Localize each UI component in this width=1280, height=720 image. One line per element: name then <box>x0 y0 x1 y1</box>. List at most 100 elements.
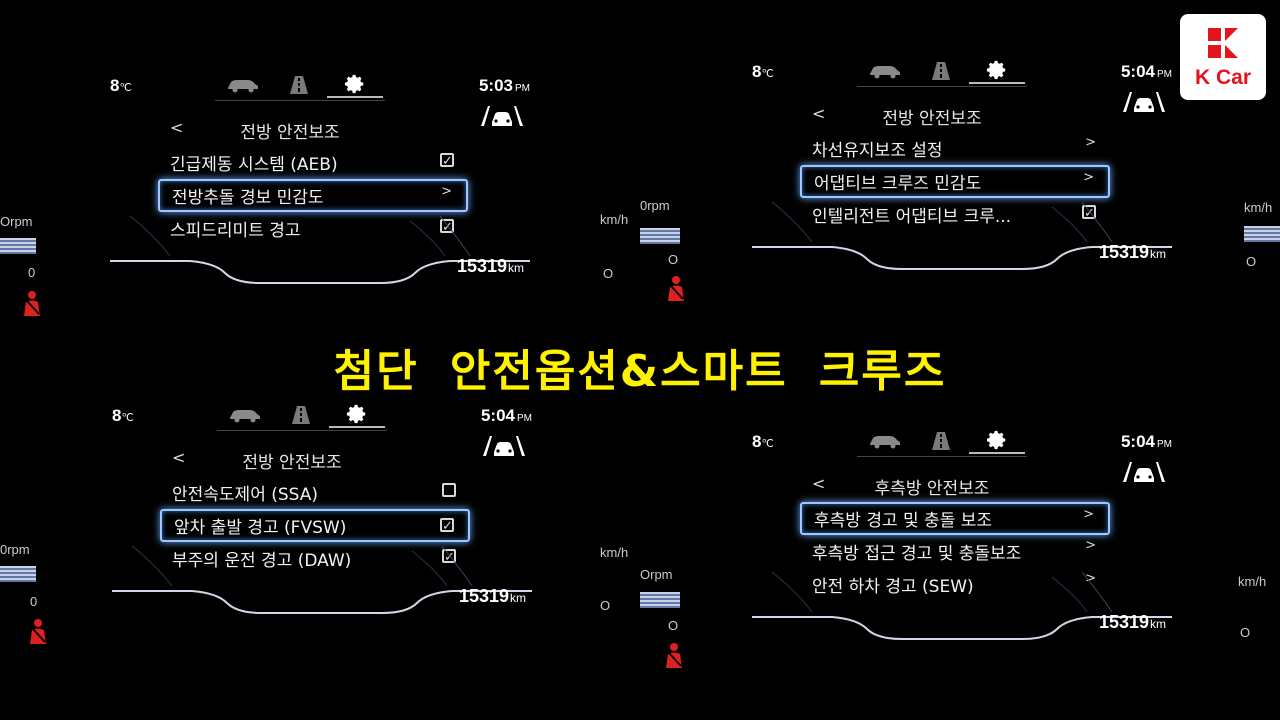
checkbox-checked-icon[interactable]: ✓ <box>1082 205 1096 221</box>
lane-assist-icon <box>480 432 528 458</box>
rpm-bar-3 <box>640 228 680 244</box>
odometer-value: 15319 <box>1098 242 1149 262</box>
chevron-right-icon: > <box>1083 170 1094 185</box>
road-icon <box>290 406 312 428</box>
back-chevron-icon[interactable]: < <box>172 448 186 467</box>
menu-item[interactable]: 후측방 접근 경고 및 충돌보조> <box>800 535 1110 568</box>
odometer-unit: km <box>508 261 524 275</box>
odometer-value: 15319 <box>456 256 507 276</box>
lane-assist-icon <box>1120 88 1168 114</box>
menu-list: 후측방 경고 및 충돌 보조>후측방 접근 경고 및 충돌보조>안전 하차 경고… <box>800 502 1110 601</box>
menu-item-label: 스피드리미트 경고 <box>170 221 301 241</box>
tab-settings[interactable] <box>969 60 1025 84</box>
ampm-label: PM <box>1157 69 1172 80</box>
menu-item[interactable]: 스피드리미트 경고 ✓ <box>158 212 468 245</box>
odometer-unit: km <box>1150 617 1166 631</box>
cluster-frame-decoration <box>112 545 532 614</box>
tab-driving[interactable] <box>913 62 969 84</box>
menu-item[interactable]: 안전속도제어 (SSA) <box>160 476 470 509</box>
back-chevron-icon[interactable]: < <box>812 104 826 123</box>
chevron-right-icon: > <box>441 184 452 199</box>
ampm-label: PM <box>515 83 530 94</box>
temperature-unit: ℃ <box>121 412 134 424</box>
odometer: 15319km <box>1099 612 1166 633</box>
tab-vehicle[interactable] <box>857 432 913 454</box>
menu-title: 후측방 안전보조 <box>874 479 990 499</box>
menu-item[interactable]: 어댑티브 크루즈 민감도> <box>800 165 1110 198</box>
time-value: 5:04 <box>1120 62 1155 81</box>
menu-item[interactable]: 안전 하차 경고 (SEW)> <box>800 568 1110 601</box>
zero-label-2: 0 <box>30 594 38 609</box>
tab-vehicle[interactable] <box>215 76 271 98</box>
back-chevron-icon[interactable]: < <box>812 474 826 493</box>
checkbox-checked-icon[interactable]: ✓ <box>442 549 456 565</box>
zero-label-3: O <box>603 266 614 281</box>
outside-temperature: 8℃ <box>110 76 132 96</box>
cluster-tabs <box>857 430 1027 458</box>
cluster-tabs <box>217 404 387 432</box>
car-icon <box>228 407 262 427</box>
tab-vehicle[interactable] <box>217 406 273 428</box>
menu-item-label: 후측방 경고 및 충돌 보조 <box>814 511 993 531</box>
tab-vehicle[interactable] <box>857 62 913 84</box>
menu-item[interactable]: 차선유지보조 설정> <box>800 132 1110 165</box>
tab-driving[interactable] <box>271 76 327 98</box>
menu-item[interactable]: 전방추돌 경보 민감도> <box>158 179 468 212</box>
time-value: 5:03 <box>478 76 513 95</box>
menu-item-label: 인텔리전트 어댑티브 크루... <box>812 207 1012 227</box>
road-icon <box>930 432 952 454</box>
menu-item[interactable]: 앞차 출발 경고 (FVSW)✓ <box>160 509 470 542</box>
temperature-value: 8 <box>752 432 762 451</box>
checkbox-checked-icon[interactable]: ✓ <box>440 153 454 169</box>
tab-driving[interactable] <box>913 432 969 454</box>
menu-item[interactable]: 후측방 경고 및 충돌 보조> <box>800 502 1110 535</box>
menu-item-label: 안전속도제어 (SSA) <box>172 485 319 505</box>
ampm-label: PM <box>1157 439 1172 450</box>
menu-header: <전방 안전보조 <box>170 116 410 143</box>
tab-settings[interactable] <box>327 74 383 98</box>
zero-label-6: O <box>668 618 679 633</box>
zero-label-5: O <box>600 598 611 613</box>
kcar-logo: K Car <box>1180 14 1266 100</box>
menu-list: 안전속도제어 (SSA) 앞차 출발 경고 (FVSW)✓부주의 운전 경고 (D… <box>160 476 470 575</box>
menu-item[interactable]: 인텔리전트 어댑티브 크루... ✓ <box>800 198 1110 231</box>
speed-label-3: km/h <box>1244 200 1273 215</box>
menu-title: 전방 안전보조 <box>242 453 342 473</box>
temperature-value: 8 <box>110 76 120 95</box>
menu-item-label: 후측방 접근 경고 및 충돌보조 <box>812 544 1022 564</box>
tab-settings[interactable] <box>329 404 385 428</box>
speed-bar <box>1244 226 1280 242</box>
temperature-value: 8 <box>112 406 122 425</box>
seatbelt-warning-icon-3 <box>668 276 684 301</box>
outside-temperature: 8℃ <box>752 432 774 452</box>
tab-underline <box>217 430 387 431</box>
rpm-bar-2 <box>0 566 36 582</box>
outside-temperature: 8℃ <box>112 406 134 426</box>
menu-item[interactable]: 긴급제동 시스템 (AEB)✓ <box>158 146 468 179</box>
checkbox-empty-icon[interactable] <box>442 483 456 497</box>
speed-label-2: km/h <box>600 545 629 560</box>
menu-item[interactable]: 부주의 운전 경고 (DAW)✓ <box>160 542 470 575</box>
zero-label: 0 <box>28 265 36 280</box>
temperature-unit: ℃ <box>761 438 774 450</box>
temperature-unit: ℃ <box>119 82 132 94</box>
back-chevron-icon[interactable]: < <box>170 118 184 137</box>
odometer: 15319km <box>1099 242 1166 263</box>
tab-driving[interactable] <box>273 406 329 428</box>
rpm-label-2: 0rpm <box>0 542 30 557</box>
kcar-logo-icon <box>1208 28 1238 58</box>
menu-header: < 전방 안전보조 <box>172 446 412 473</box>
checkbox-checked-icon[interactable]: ✓ <box>440 518 454 534</box>
time-value: 5:04 <box>480 406 515 425</box>
menu-list: 차선유지보조 설정>어댑티브 크루즈 민감도> 인텔리전트 어댑티브 크루... ✓ <box>800 132 1110 231</box>
seatbelt-warning-icon <box>24 291 40 316</box>
odometer: 15319km <box>459 586 526 607</box>
lane-assist-icon <box>1120 458 1168 484</box>
checkbox-checked-icon[interactable]: ✓ <box>440 219 454 235</box>
tab-settings[interactable] <box>969 430 1025 454</box>
headline: 첨단 안전옵션&스마트 크루즈 <box>333 346 947 397</box>
